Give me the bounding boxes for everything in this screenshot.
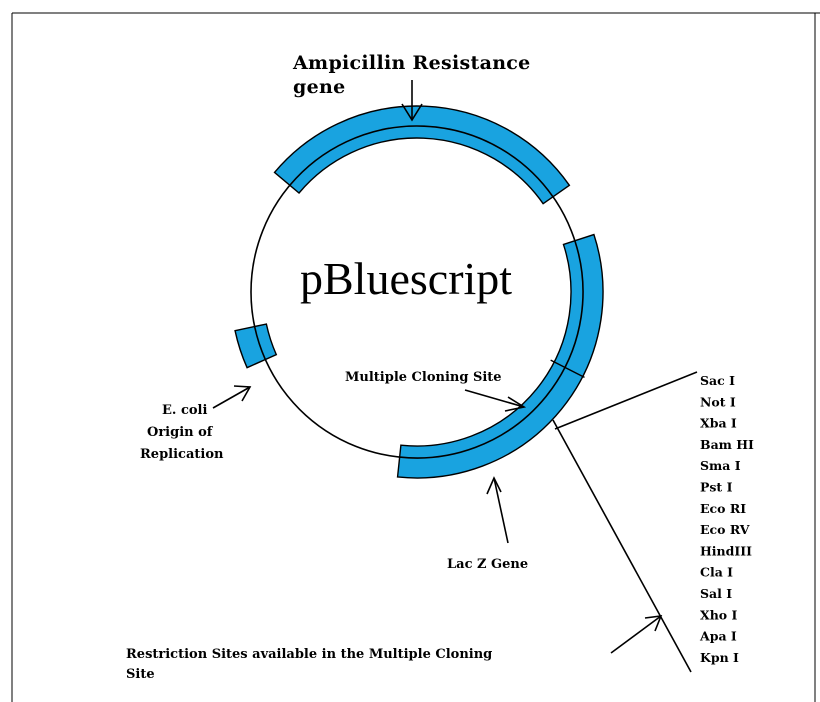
plasmid-title: pBluescript (300, 253, 512, 304)
restriction-label-line2: Site (126, 667, 155, 682)
mcs-callout-line-top (554, 371, 698, 430)
ori-arc-backbone (253, 326, 267, 360)
ori-label-line2: Origin of (147, 425, 214, 440)
restriction-site-item: Apa I (699, 629, 737, 644)
mcs-marker (550, 359, 585, 378)
amp-label-line2: gene (293, 76, 345, 98)
restriction-site-list: Sac I Not I Xba I Bam HI Sma I Pst I Eco RI Eco… (699, 373, 754, 665)
restriction-site-item: Not I (700, 394, 736, 409)
ori-arrow (212, 385, 252, 409)
restriction-site-item: Pst I (700, 480, 733, 495)
restriction-site-item: Xba I (700, 416, 737, 431)
restriction-site-item: Sal I (700, 586, 732, 601)
restriction-site-item: Eco RI (700, 501, 746, 516)
ampicillin-gene-arc (273, 105, 571, 205)
mcs-arrow (464, 389, 527, 412)
mcs-label: Multiple Cloning Site (345, 370, 502, 385)
ampicillin-gene-arc-backbone (289, 125, 554, 198)
restriction-site-item: Cla I (700, 565, 733, 580)
restriction-site-item: Kpn I (700, 650, 739, 665)
mcs-callout-line-bottom (552, 419, 692, 673)
restriction-site-item: Sma I (700, 458, 741, 473)
restriction-site-item: Bam HI (700, 437, 754, 452)
lacz-gene-arc-backbone (399, 240, 584, 459)
restriction-site-item: HindIII (700, 543, 752, 558)
ori-arc (234, 323, 278, 369)
restriction-site-item: Eco RV (700, 522, 750, 537)
amp-label-line1: Ampicillin Resistance (292, 52, 531, 74)
lacz-gene-arc (396, 233, 604, 479)
ori-label-line1: E. coli (162, 403, 207, 418)
restriction-label-line1: Restriction Sites available in the Multi… (126, 647, 492, 662)
restriction-site-item: Xho I (700, 607, 737, 622)
restriction-site-item: Sac I (700, 373, 735, 388)
ori-label-line3: Replication (140, 447, 224, 462)
restriction-arrow (610, 615, 663, 654)
lacz-label: Lac Z Gene (447, 557, 528, 572)
lacz-arrow (486, 476, 509, 544)
amp-arrow (401, 80, 423, 122)
